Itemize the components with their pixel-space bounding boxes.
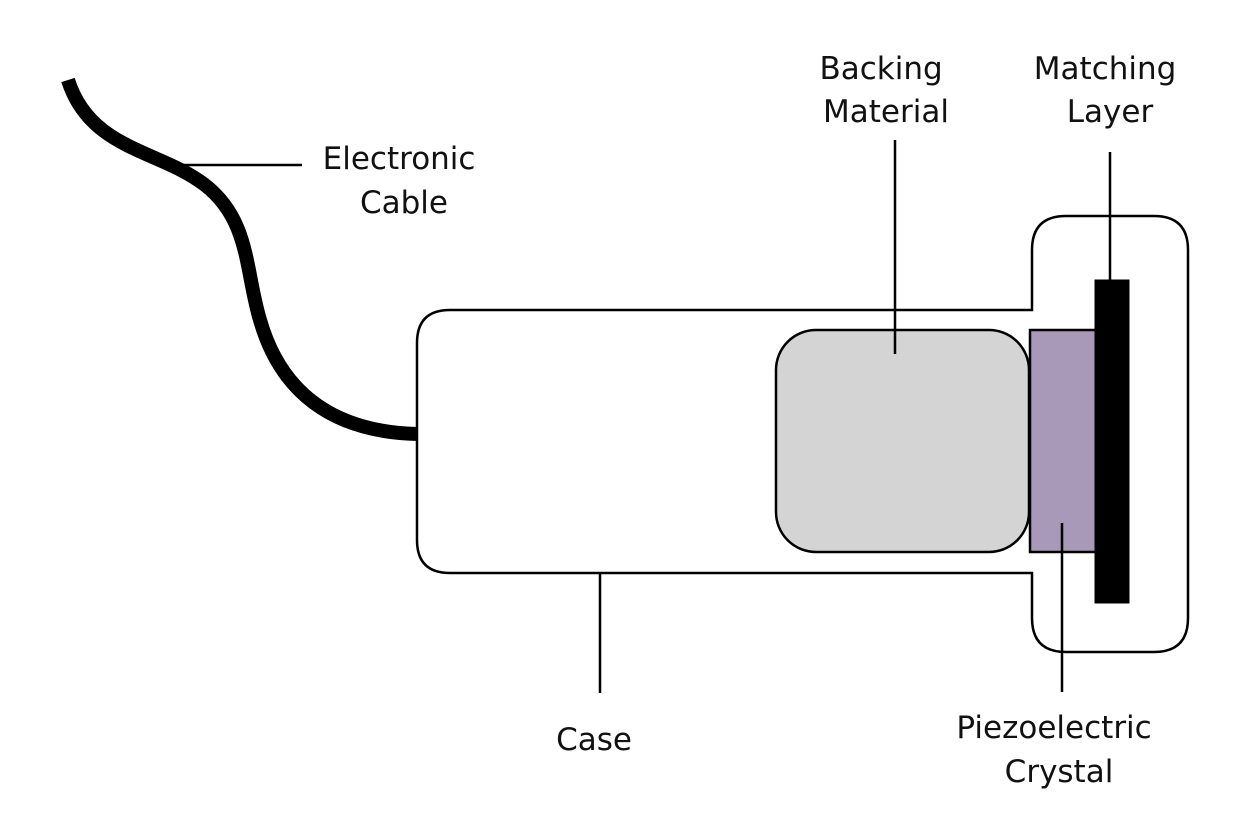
backing-material xyxy=(774,328,1031,554)
piezoelectric-crystal-label-line-1: Piezoelectric xyxy=(956,710,1151,746)
matching-layer-label-line-1: Matching xyxy=(1034,51,1177,87)
matching-layer-label-line-2: Layer xyxy=(1067,94,1154,130)
electronic-cable xyxy=(61,77,419,441)
electronic-cable-label-line-2: Cable xyxy=(360,185,448,221)
case-label: Case xyxy=(556,722,632,758)
electronic-cable-label-line-1: Electronic xyxy=(323,141,476,177)
matching-layer-label: Matching Layer xyxy=(1034,51,1186,130)
electronic-cable-label: Electronic Cable xyxy=(323,141,486,221)
case-label-line-1: Case xyxy=(556,722,632,758)
piezoelectric-crystal-label-line-2: Crystal xyxy=(1005,754,1114,790)
piezoelectric-crystal xyxy=(1028,328,1098,554)
matching-layer xyxy=(1094,279,1130,604)
piezoelectric-crystal-label: Piezoelectric Crystal xyxy=(956,710,1161,790)
backing-material-label-line-2: Material xyxy=(823,94,949,130)
backing-material-label: Backing Material xyxy=(819,51,952,130)
backing-material-label-line-1: Backing xyxy=(819,51,942,87)
